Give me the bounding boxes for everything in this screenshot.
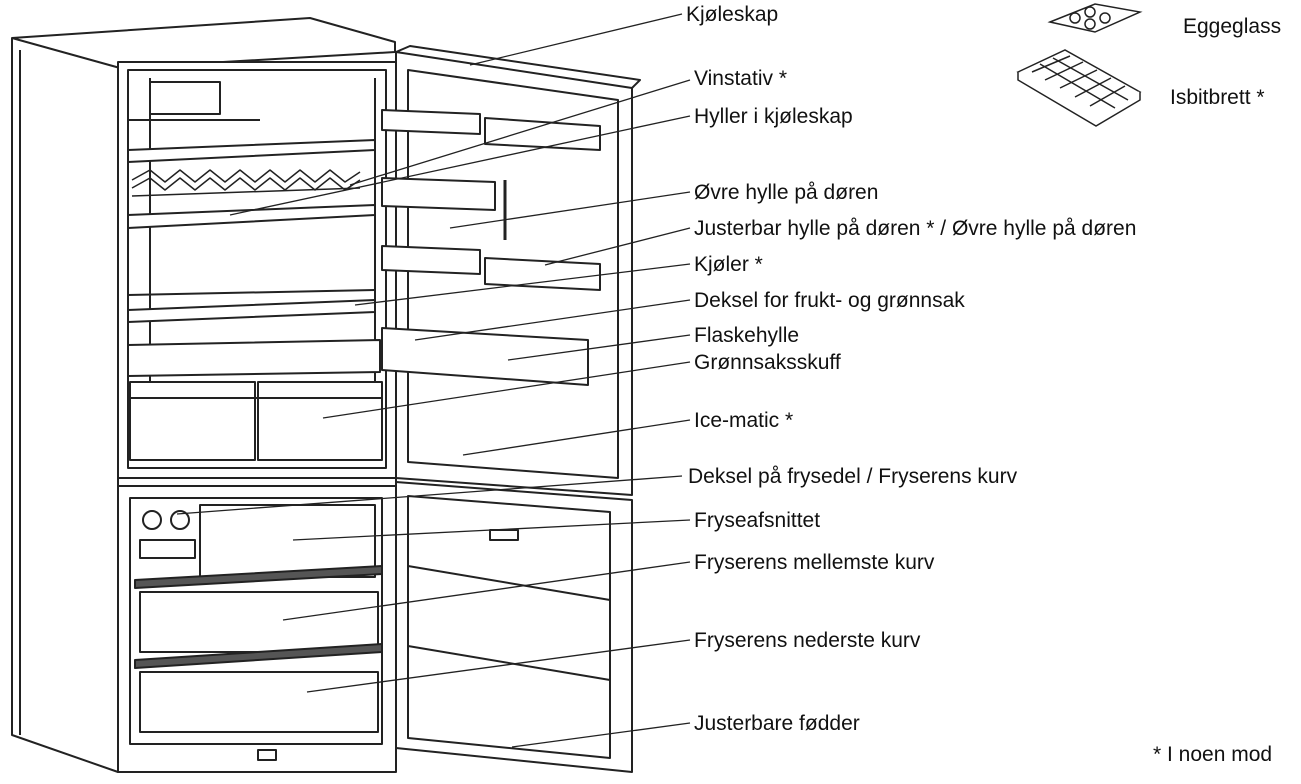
fridge-shelves <box>127 119 376 323</box>
ice-tray-icon <box>1016 49 1142 127</box>
label-kjoleskap: Kjøleskap <box>686 3 779 26</box>
label-ovre-hylle: Øvre hylle på døren <box>694 181 879 204</box>
label-deksel-frukt: Deksel for frukt- og grønnsak <box>694 289 965 312</box>
footnote: * I noen mod <box>1153 743 1273 766</box>
label-vinstativ: Vinstativ * <box>694 67 787 90</box>
label-hyller: Hyller i kjøleskap <box>694 105 853 128</box>
label-deksel-fryser: Deksel på frysedel / Fryserens kurv <box>688 465 1018 488</box>
label-fryseafsnittet: Fryseafsnittet <box>694 509 821 532</box>
leader-lines <box>176 13 691 748</box>
label-gronnsaksskuff: Grønnsaksskuff <box>694 351 841 374</box>
freezer-door <box>395 481 633 773</box>
label-eggeglass: Eggeglass <box>1183 15 1282 38</box>
label-nederste-kurv: Fryserens nederste kurv <box>694 629 921 652</box>
crisper-drawers <box>129 381 383 461</box>
label-ice-matic: Ice-matic * <box>694 409 794 432</box>
label-kjoler: Kjøler * <box>694 253 763 276</box>
label-justerbar-hylle: Justerbar hylle på døren * / Øvre hylle … <box>694 217 1137 240</box>
cabinet-side <box>11 38 119 773</box>
fridge-door <box>381 45 641 496</box>
label-isbitbrett: Isbitbrett * <box>1170 86 1265 109</box>
wine-rack <box>131 169 361 197</box>
egg-tray-icon <box>1047 3 1143 33</box>
label-mellemste-kurv: Fryserens mellemste kurv <box>694 551 935 574</box>
cabinet-top <box>11 17 396 69</box>
label-justerbare-fodder: Justerbare fødder <box>694 712 860 735</box>
crisper-cover <box>127 339 381 377</box>
freezer-section <box>134 504 383 761</box>
label-flaskehylle: Flaskehylle <box>694 324 800 347</box>
